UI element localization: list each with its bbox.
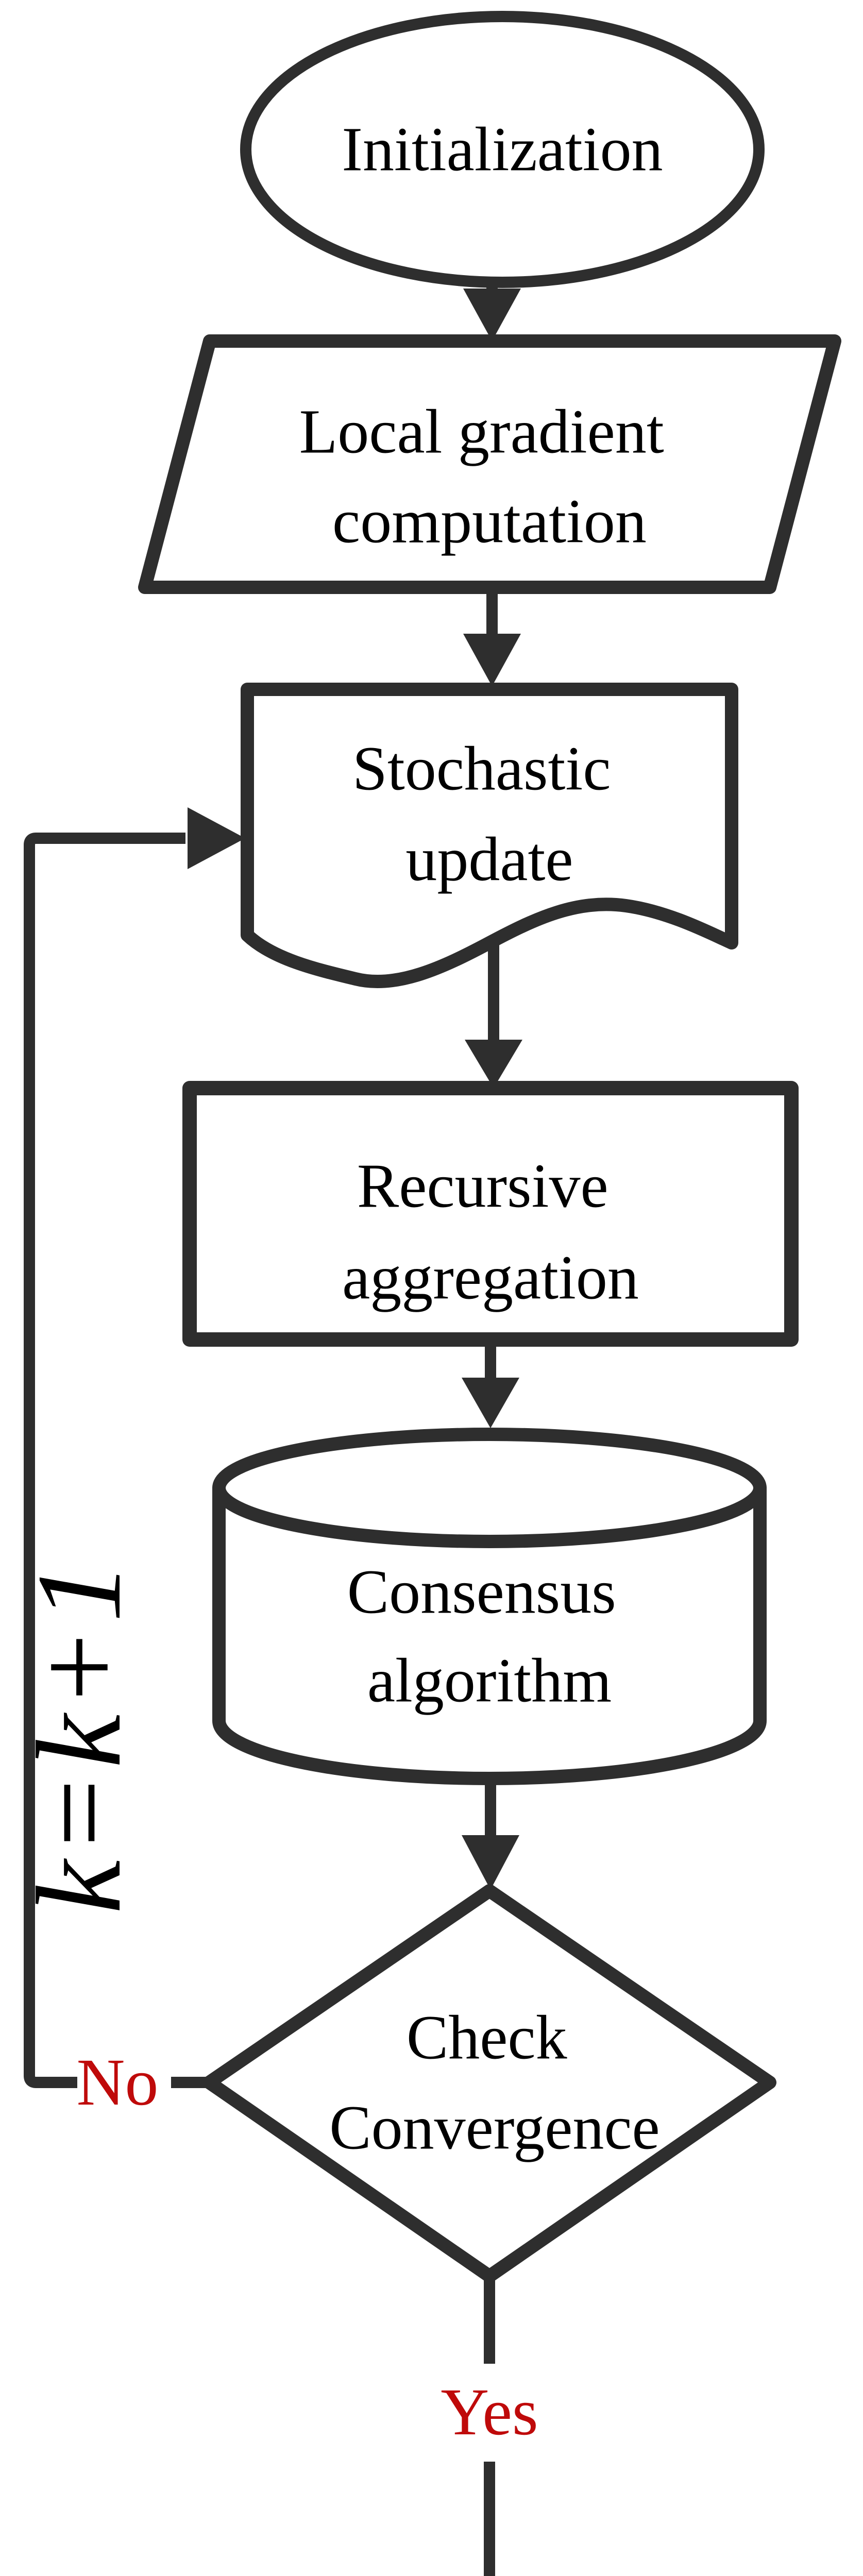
edge-no-loop (24, 833, 185, 2088)
arrowhead-gradient (463, 289, 521, 341)
database-node-top (212, 1428, 767, 1548)
arrowhead-decision (462, 1835, 519, 1890)
document-node-label: Stochastic update (352, 713, 627, 894)
decision-node-label-line1: Check (407, 2003, 567, 2073)
database-node-label-line1: Consensus (347, 1557, 616, 1627)
document-node (241, 683, 738, 989)
database-node-label: Consensus algorithm (347, 1536, 632, 1716)
database-node-body (212, 1481, 767, 1785)
io-node (138, 334, 841, 594)
arrowhead-consensus (462, 1378, 519, 1428)
yes-label: Yes (441, 2375, 538, 2449)
start-node-label: Initialization (342, 115, 663, 184)
arrowhead-stochastic (463, 634, 521, 686)
io-node-label-line1: Local gradient (299, 397, 664, 467)
start-node (240, 11, 765, 288)
io-node-label-line2: computation (332, 487, 647, 556)
decision-node-label: Check Convergence (329, 1982, 659, 2163)
arrowhead-loop-into-stochastic (188, 807, 245, 869)
loop-counter-label: k=k+1 (12, 1556, 146, 1913)
no-label: No (77, 2045, 159, 2120)
process-node-label-line1: Recursive (357, 1151, 608, 1221)
process-node-label-line2: aggregation (342, 1243, 639, 1313)
database-node-label-line2: algorithm (367, 1646, 612, 1716)
process-node-label: Recursive aggregation (342, 1130, 639, 1313)
document-node-label-line2: update (405, 825, 573, 894)
arrowhead-aggregate (465, 1040, 522, 1088)
io-node-label: Local gradient computation (299, 376, 680, 556)
document-node-label-line1: Stochastic (352, 734, 611, 804)
decision-node (202, 1884, 776, 2283)
decision-node-label-line2: Convergence (329, 2093, 659, 2163)
